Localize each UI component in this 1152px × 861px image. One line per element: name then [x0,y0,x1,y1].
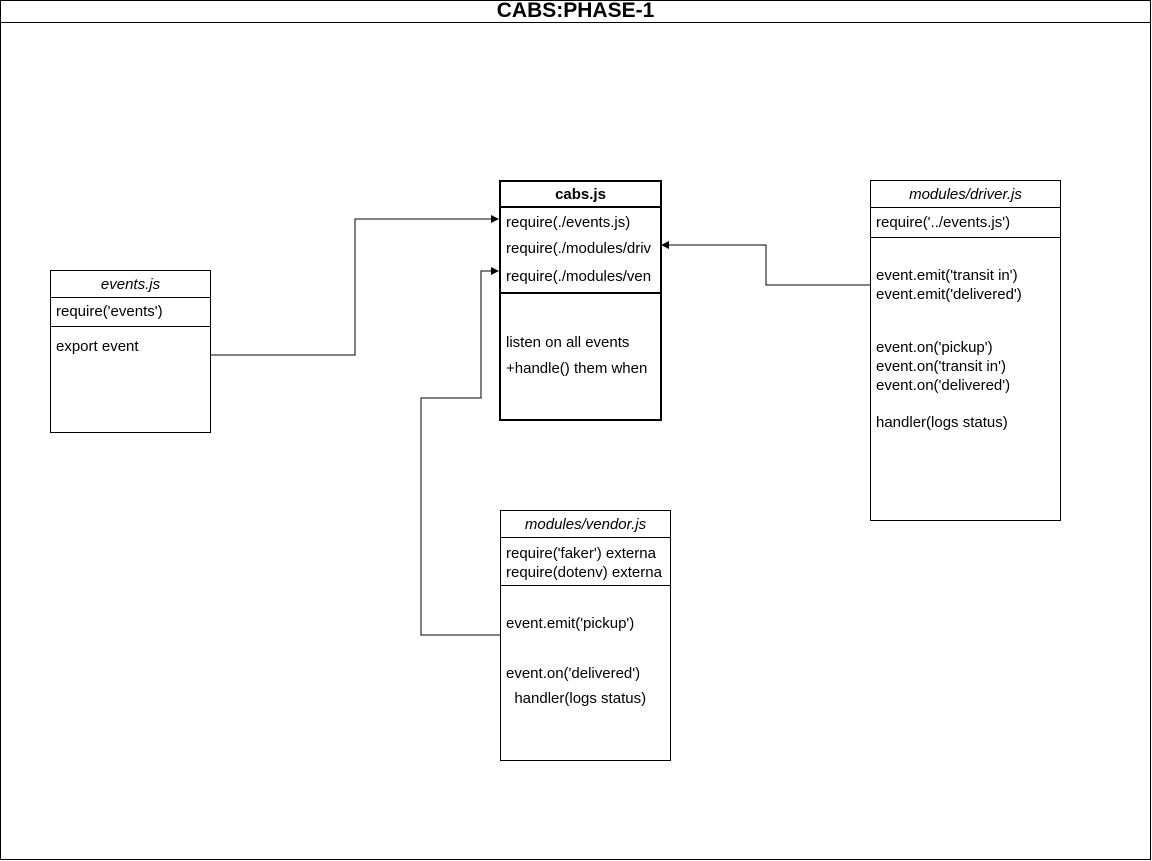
class-driver-method-4: event.on('transit in') [876,358,1006,375]
class-vendor-attr-1: require('faker') externa [506,545,656,562]
class-driver-attr-1: require('../events.js') [876,214,1011,231]
class-events[interactable]: events.js require('events') export event [50,270,211,433]
title-bar: CABS:PHASE-1 [0,0,1151,23]
class-cabs-method-2: +handle() them when [506,360,648,377]
class-cabs-method-1: listen on all events [506,334,630,351]
class-driver-method-1: event.emit('transit in') [876,267,1018,284]
class-driver-method-2: event.emit('delivered') [876,286,1022,303]
class-events-method-1: export event [56,338,139,355]
class-events-divider [51,326,210,327]
class-driver-divider [871,237,1060,238]
class-driver-method-6: handler(logs status) [876,414,1008,431]
edge-driver-to-cabs [661,241,870,286]
class-driver-method-3: event.on('pickup') [876,339,993,356]
class-vendor-attr-2: require(dotenv) externa [506,564,662,581]
class-driver-method-5: event.on('delivered') [876,377,1011,394]
edge-vendor-to-cabs [420,267,501,636]
class-cabs-name: cabs.js [501,182,660,208]
class-cabs-divider [501,292,660,294]
class-vendor-divider [501,585,670,586]
class-vendor-method-3: handler(logs status) [506,690,647,707]
class-vendor-method-2: event.on('delivered') [506,665,641,682]
class-events-attr-1: require('events') [56,303,163,320]
class-driver[interactable]: modules/driver.js require('../events.js'… [870,180,1061,521]
class-vendor-name: modules/vendor.js [501,511,670,538]
class-cabs-attr-3: require(./modules/ven [506,268,652,285]
class-vendor[interactable]: modules/vendor.js require('faker') exter… [500,510,671,761]
class-cabs-attr-1: require(./events.js) [506,214,631,231]
class-cabs-attr-2: require(./modules/driv [506,240,652,257]
class-vendor-method-1: event.emit('pickup') [506,615,635,632]
class-events-name: events.js [51,271,210,298]
diagram-title: CABS:PHASE-1 [496,0,655,22]
class-driver-name: modules/driver.js [871,181,1060,208]
class-cabs[interactable]: cabs.js require(./events.js) require(./m… [499,180,662,421]
edge-events-to-cabs [211,215,499,356]
